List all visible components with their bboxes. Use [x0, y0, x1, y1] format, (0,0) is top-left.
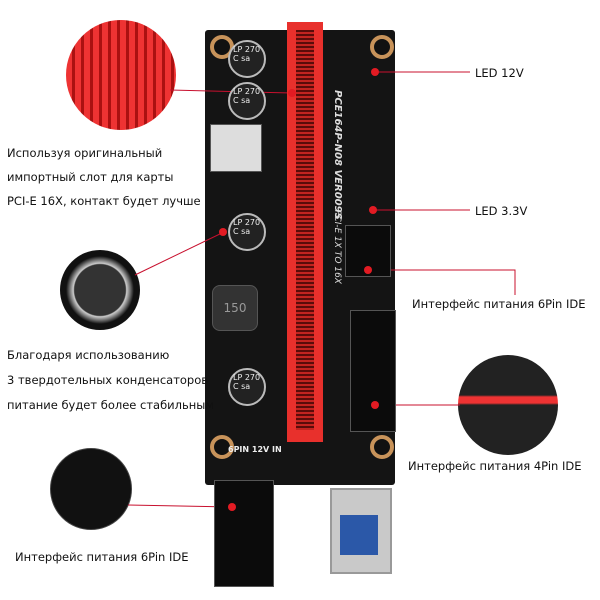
label-4pin: Интерфейс питания 4Pin IDE: [408, 459, 582, 473]
slot-contacts: [296, 30, 314, 430]
slot-note-line-1: Используя оригинальный: [7, 146, 163, 160]
cap-note-line-1: Благодаря использованию: [7, 348, 170, 362]
callout-dot: [219, 228, 227, 236]
label-6pin-bottom: Интерфейс питания 6Pin IDE: [15, 550, 189, 564]
label-led-12v: LED 12V: [475, 66, 524, 80]
magnified-capacitor-circle: [60, 250, 140, 330]
subtitle-silkscreen: PCI-E 1X TO 16X: [332, 210, 342, 284]
slot-note-line-3: PCI-E 16X, контакт будет лучше: [7, 194, 201, 208]
magnified-6pin-circle: [50, 448, 132, 530]
led-12v-dot: [371, 68, 379, 76]
label-led-33v: LED 3.3V: [475, 204, 528, 218]
inductor: 150: [212, 285, 258, 331]
capacitor: LP 270 C sa: [228, 213, 266, 251]
magnified-slot-circle: [66, 20, 176, 130]
callout-dot: [228, 503, 236, 511]
callout-dot: [364, 266, 372, 274]
label-6pin-right: Интерфейс питания 6Pin IDE: [412, 297, 586, 311]
callout-dot: [371, 401, 379, 409]
6pin-power-input: [214, 480, 274, 587]
mount-hole: [370, 35, 394, 59]
cap-note-line-3: питание будет более стабильным: [7, 398, 215, 412]
capacitor: LP 270 C sa: [228, 368, 266, 406]
mount-hole: [210, 435, 234, 459]
power-silkscreen: 6PIN 12V IN: [228, 445, 282, 454]
voltage-regulator: [210, 124, 262, 172]
4pin-molex-connector: [350, 310, 396, 432]
led-33v-dot: [369, 206, 377, 214]
slot-note-line-2: импортный слот для карты: [7, 170, 174, 184]
callout-line-capacitor: [134, 231, 225, 276]
callout-dot: [288, 89, 296, 97]
usb3-port-insert: [340, 515, 378, 555]
mount-hole: [370, 435, 394, 459]
callout-line-6pin-right: [368, 269, 516, 295]
magnified-4pin-circle: [458, 355, 558, 455]
capacitor: LP 270 C sa: [228, 82, 266, 120]
cap-note-line-2: 3 твердотельных конденсаторов: [7, 373, 209, 387]
model-silkscreen: PCE164P-N08 VER009S: [332, 90, 343, 220]
capacitor: LP 270 C sa: [228, 40, 266, 78]
